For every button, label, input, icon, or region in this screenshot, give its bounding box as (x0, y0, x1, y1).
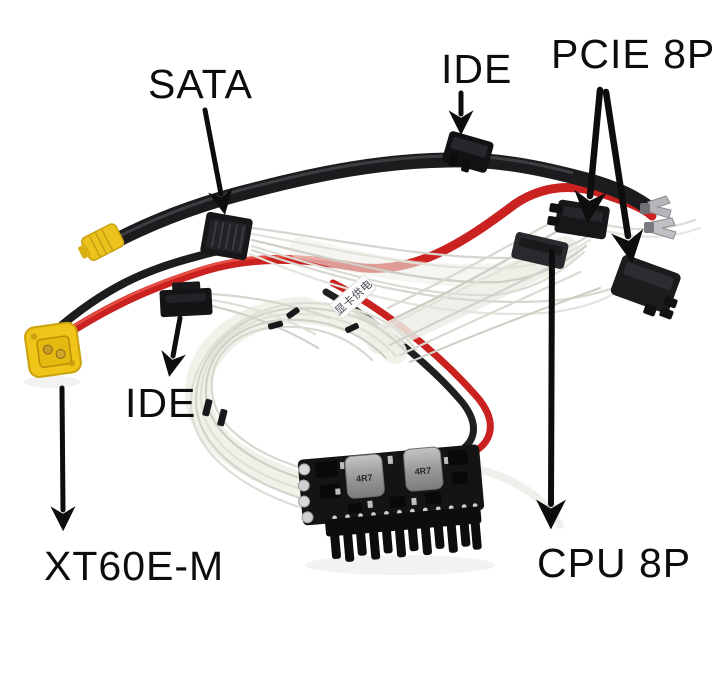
xt60-male-connector (78, 223, 125, 261)
label-pcie-8p: PCIE 8P (551, 31, 716, 77)
label-sata: SATA (148, 61, 253, 107)
cpu-arrow (536, 249, 567, 530)
xt60e-m-connector (24, 321, 82, 378)
inductor-2: 4R7 (403, 446, 444, 492)
inductor-marking: 4R7 (356, 473, 373, 484)
pcie-arrow-2 (602, 88, 644, 264)
label-ide-left: IDE (125, 380, 197, 426)
clear-wire-strands (189, 218, 702, 510)
pcb-ics (314, 449, 469, 514)
ide-connector-left (159, 281, 213, 318)
inductor-1: 4R7 (344, 453, 385, 499)
pcb-smd (335, 455, 449, 509)
annotation-arrows (50, 86, 644, 532)
ide-connector-top (442, 131, 494, 173)
pcie-connector-upper (547, 199, 610, 240)
sata-connector (200, 211, 253, 261)
fork-terminals (640, 195, 677, 240)
pcie-arrow-1 (574, 86, 607, 224)
black-sleeved-cable (98, 152, 654, 254)
pcb-module: 4R7 4R7 (297, 444, 485, 562)
label-xt60e-m: XT60E-M (44, 543, 225, 589)
pcie-connector-lower (610, 255, 681, 320)
heat-shrink-marks (202, 307, 359, 427)
inductor-marking: 4R7 (414, 465, 431, 476)
ide-left-arrow (161, 315, 186, 377)
label-cpu-8p: CPU 8P (537, 540, 692, 586)
label-ide-top: IDE (441, 46, 513, 92)
sata-arrow (202, 107, 233, 215)
xt60-arrow (50, 385, 76, 532)
atx-pin-comb (325, 506, 482, 562)
